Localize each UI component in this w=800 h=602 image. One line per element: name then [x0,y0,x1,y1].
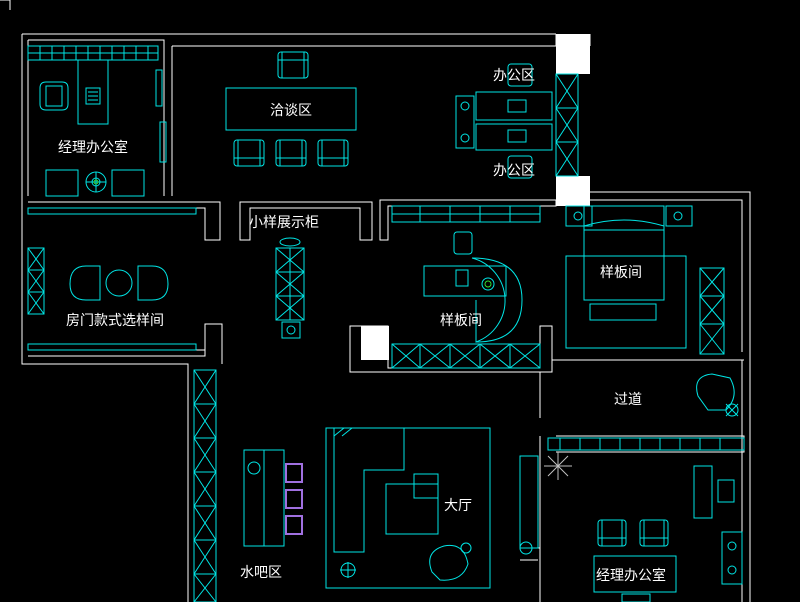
manager-office-top-furniture [27,45,167,197]
lobby-furniture [325,427,491,589]
chair-bottom-2 [275,139,307,167]
manager-office-bottom-furniture [519,437,745,602]
sample-room-center-furniture [391,205,541,369]
label-negotiation-area: 洽谈区 [270,103,312,119]
view-corner-marker [0,0,11,10]
plant-center-icon [93,179,99,185]
corridor-furniture [696,373,739,417]
label-manager-office-top: 经理办公室 [58,139,128,156]
column-center [361,326,389,360]
chair-top [277,51,309,79]
chair-bottom-3 [317,139,349,167]
label-office-area-upper: 办公区 [493,68,535,84]
display-cabinet-furniture [275,237,305,339]
structural-columns [361,34,590,360]
office-area-furniture [455,63,579,179]
bar-stool-3 [285,515,303,535]
potted-plant-icon [544,452,572,480]
sample-room-right-furniture [565,205,725,355]
manager-desk-bottom [593,555,677,593]
column-top-right [556,34,590,74]
label-sample-room-center: 样板间 [440,313,482,329]
chair-bottom-1 [233,139,265,167]
label-manager-office-bottom: 经理办公室 [596,567,666,584]
water-bar-furniture [193,369,285,602]
label-office-area-lower: 办公区 [493,163,535,179]
lamp-icon [484,280,492,288]
bar-stool-1 [285,463,303,483]
bar-stools [285,463,303,535]
negotiation-table [225,87,357,131]
bed [583,205,665,301]
column-mid-right [556,176,590,206]
label-door-sample-room: 房门款式选样间 [66,313,164,329]
furniture-layer [27,45,745,602]
door-sample-room-furniture [27,207,197,351]
label-sample-room-right: 样板间 [600,265,642,281]
coffee-table [385,483,439,535]
label-small-display-cabinet: 小样展示柜 [249,215,319,231]
negotiation-area-furniture [225,51,357,167]
bar-stool-2 [285,489,303,509]
room-labels: 经理办公室 洽谈区 办公区 办公区 小样展示柜 房门款式选样间 样板间 样板间 … [58,68,666,584]
green-accents [93,179,572,480]
label-water-bar: 水吧区 [240,565,282,581]
label-corridor: 过道 [614,392,642,408]
label-lobby: 大厅 [444,498,472,514]
